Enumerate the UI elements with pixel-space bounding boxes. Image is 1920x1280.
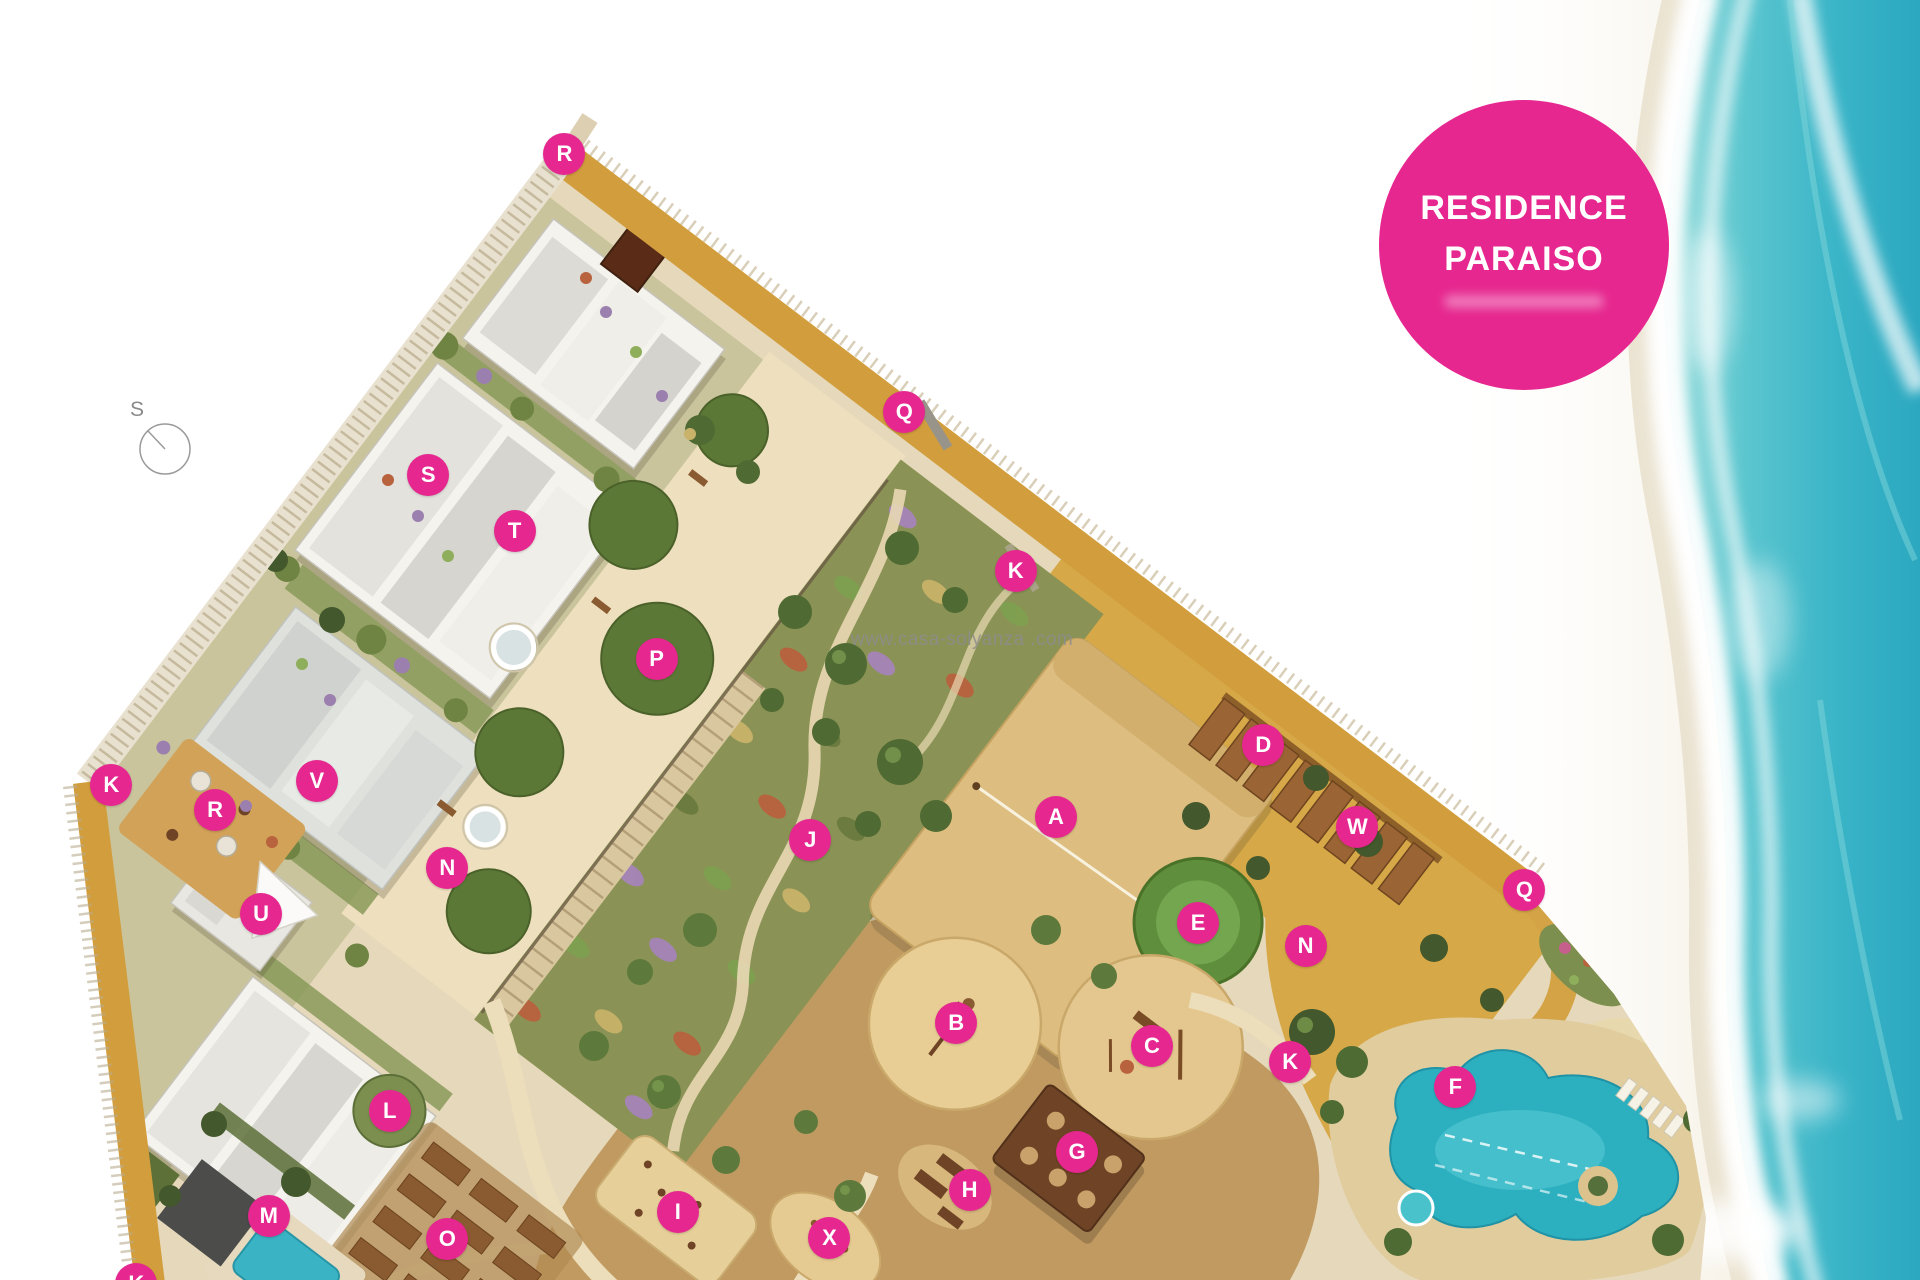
map-marker-I: I [656, 1191, 699, 1234]
brand-title-line1: RESIDENCE [1420, 188, 1628, 227]
badge-blurred-line [1444, 294, 1604, 308]
map-marker-U: U [240, 892, 283, 935]
brand-title-line2: PARAISO [1444, 239, 1604, 278]
compass-dial [139, 423, 191, 475]
map-marker-A: A [1035, 795, 1077, 838]
map-marker-Q: Q [1503, 868, 1546, 911]
map-marker-M: M [247, 1195, 290, 1237]
map-marker-R: R [194, 789, 237, 832]
map-marker-K: K [115, 1262, 158, 1280]
map-marker-N: N [426, 846, 469, 889]
map-marker-N: N [1284, 924, 1327, 967]
map-marker-F: F [1434, 1065, 1477, 1108]
map-marker-J: J [789, 818, 832, 861]
map-marker-X: X [808, 1216, 851, 1259]
brand-badge: RESIDENCE PARAISO [1379, 100, 1669, 390]
boundary-walls [63, 113, 1550, 1280]
compass: S [118, 398, 218, 498]
compass-label: S [130, 398, 145, 421]
map-marker-H: H [948, 1169, 991, 1212]
map-marker-G: G [1056, 1131, 1099, 1173]
map-marker-R: R [543, 132, 586, 175]
map-marker-E: E [1177, 901, 1220, 944]
map-marker-T: T [493, 510, 536, 553]
map-marker-P: P [635, 638, 678, 681]
map-marker-Q: Q [883, 391, 926, 434]
map-marker-K: K [1269, 1041, 1312, 1084]
map-marker-O: O [426, 1218, 469, 1261]
map-marker-K: K [90, 763, 133, 806]
map-marker-C: C [1131, 1024, 1173, 1067]
map-marker-S: S [407, 453, 450, 496]
plot-zones [88, 188, 1575, 1280]
map-marker-W: W [1336, 805, 1379, 848]
map-marker-L: L [368, 1090, 411, 1133]
buildings [131, 217, 726, 1280]
watermark: www.casa-solyanza .com [850, 629, 1074, 650]
map-marker-K: K [994, 549, 1037, 592]
map-marker-D: D [1242, 723, 1285, 766]
map-marker-B: B [935, 1001, 978, 1044]
map-marker-V: V [295, 759, 338, 802]
